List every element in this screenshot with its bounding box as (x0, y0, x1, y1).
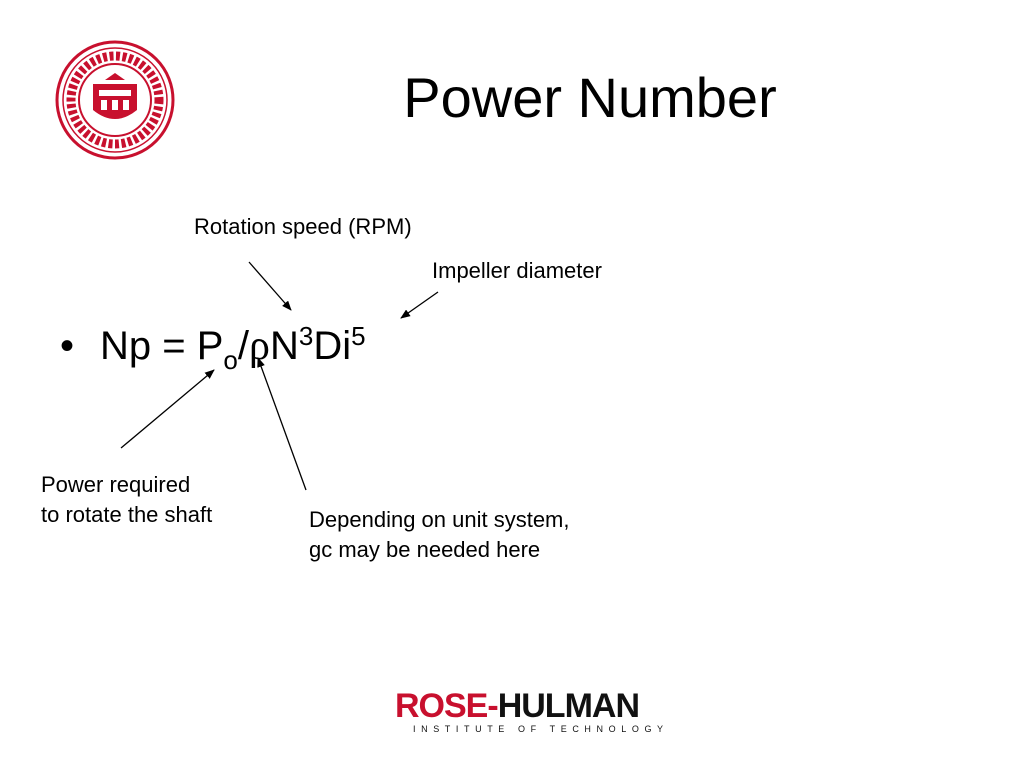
footer-word-dash: - (487, 687, 498, 725)
unit-system-annotation: Depending on unit system, gc may be need… (309, 505, 570, 565)
power-required-line-1: Power required (41, 472, 191, 497)
unit-system-line-2: gc may be needed here (309, 537, 541, 562)
power-required-arrow (120, 369, 215, 449)
rose-hulman-seal-icon (55, 40, 175, 160)
rotation-speed-arrow (248, 261, 292, 311)
impeller-diameter-arrow (400, 291, 439, 319)
footer-wordmark: ROSE-HULMAN (395, 687, 640, 725)
equation-di: Di (313, 324, 352, 368)
equation-lhs: Np = P (100, 324, 224, 368)
equation-subscript-o: o (223, 345, 238, 375)
footer-word-hulman: HULMAN (497, 687, 640, 725)
unit-system-line-1: Depending on unit system, (309, 507, 570, 532)
equation-rho: ρ (249, 323, 270, 369)
rose-hulman-footer-logo: ROSE-HULMAN INSTITUTE OF TECHNOLOGY (395, 688, 663, 736)
equation-exponent-di: 5 (351, 321, 366, 351)
footer-subtitle: INSTITUTE OF TECHNOLOGY (413, 724, 669, 734)
equation-slash: / (237, 324, 249, 368)
power-required-line-2: to rotate the shaft (41, 502, 213, 527)
power-number-equation: • Np = Po/ρN3Di5 (60, 318, 366, 374)
equation-n: N (269, 324, 299, 368)
footer-word-rose: ROSE (395, 687, 488, 725)
power-required-annotation: Power required to rotate the shaft (41, 470, 212, 530)
rotation-speed-annotation: Rotation speed (RPM) (194, 214, 412, 239)
impeller-diameter-annotation: Impeller diameter (432, 258, 602, 283)
equation-exponent-n: 3 (298, 321, 314, 351)
slide-title: Power Number (403, 66, 777, 129)
unit-system-arrow (257, 357, 307, 491)
bullet: • (60, 324, 75, 368)
